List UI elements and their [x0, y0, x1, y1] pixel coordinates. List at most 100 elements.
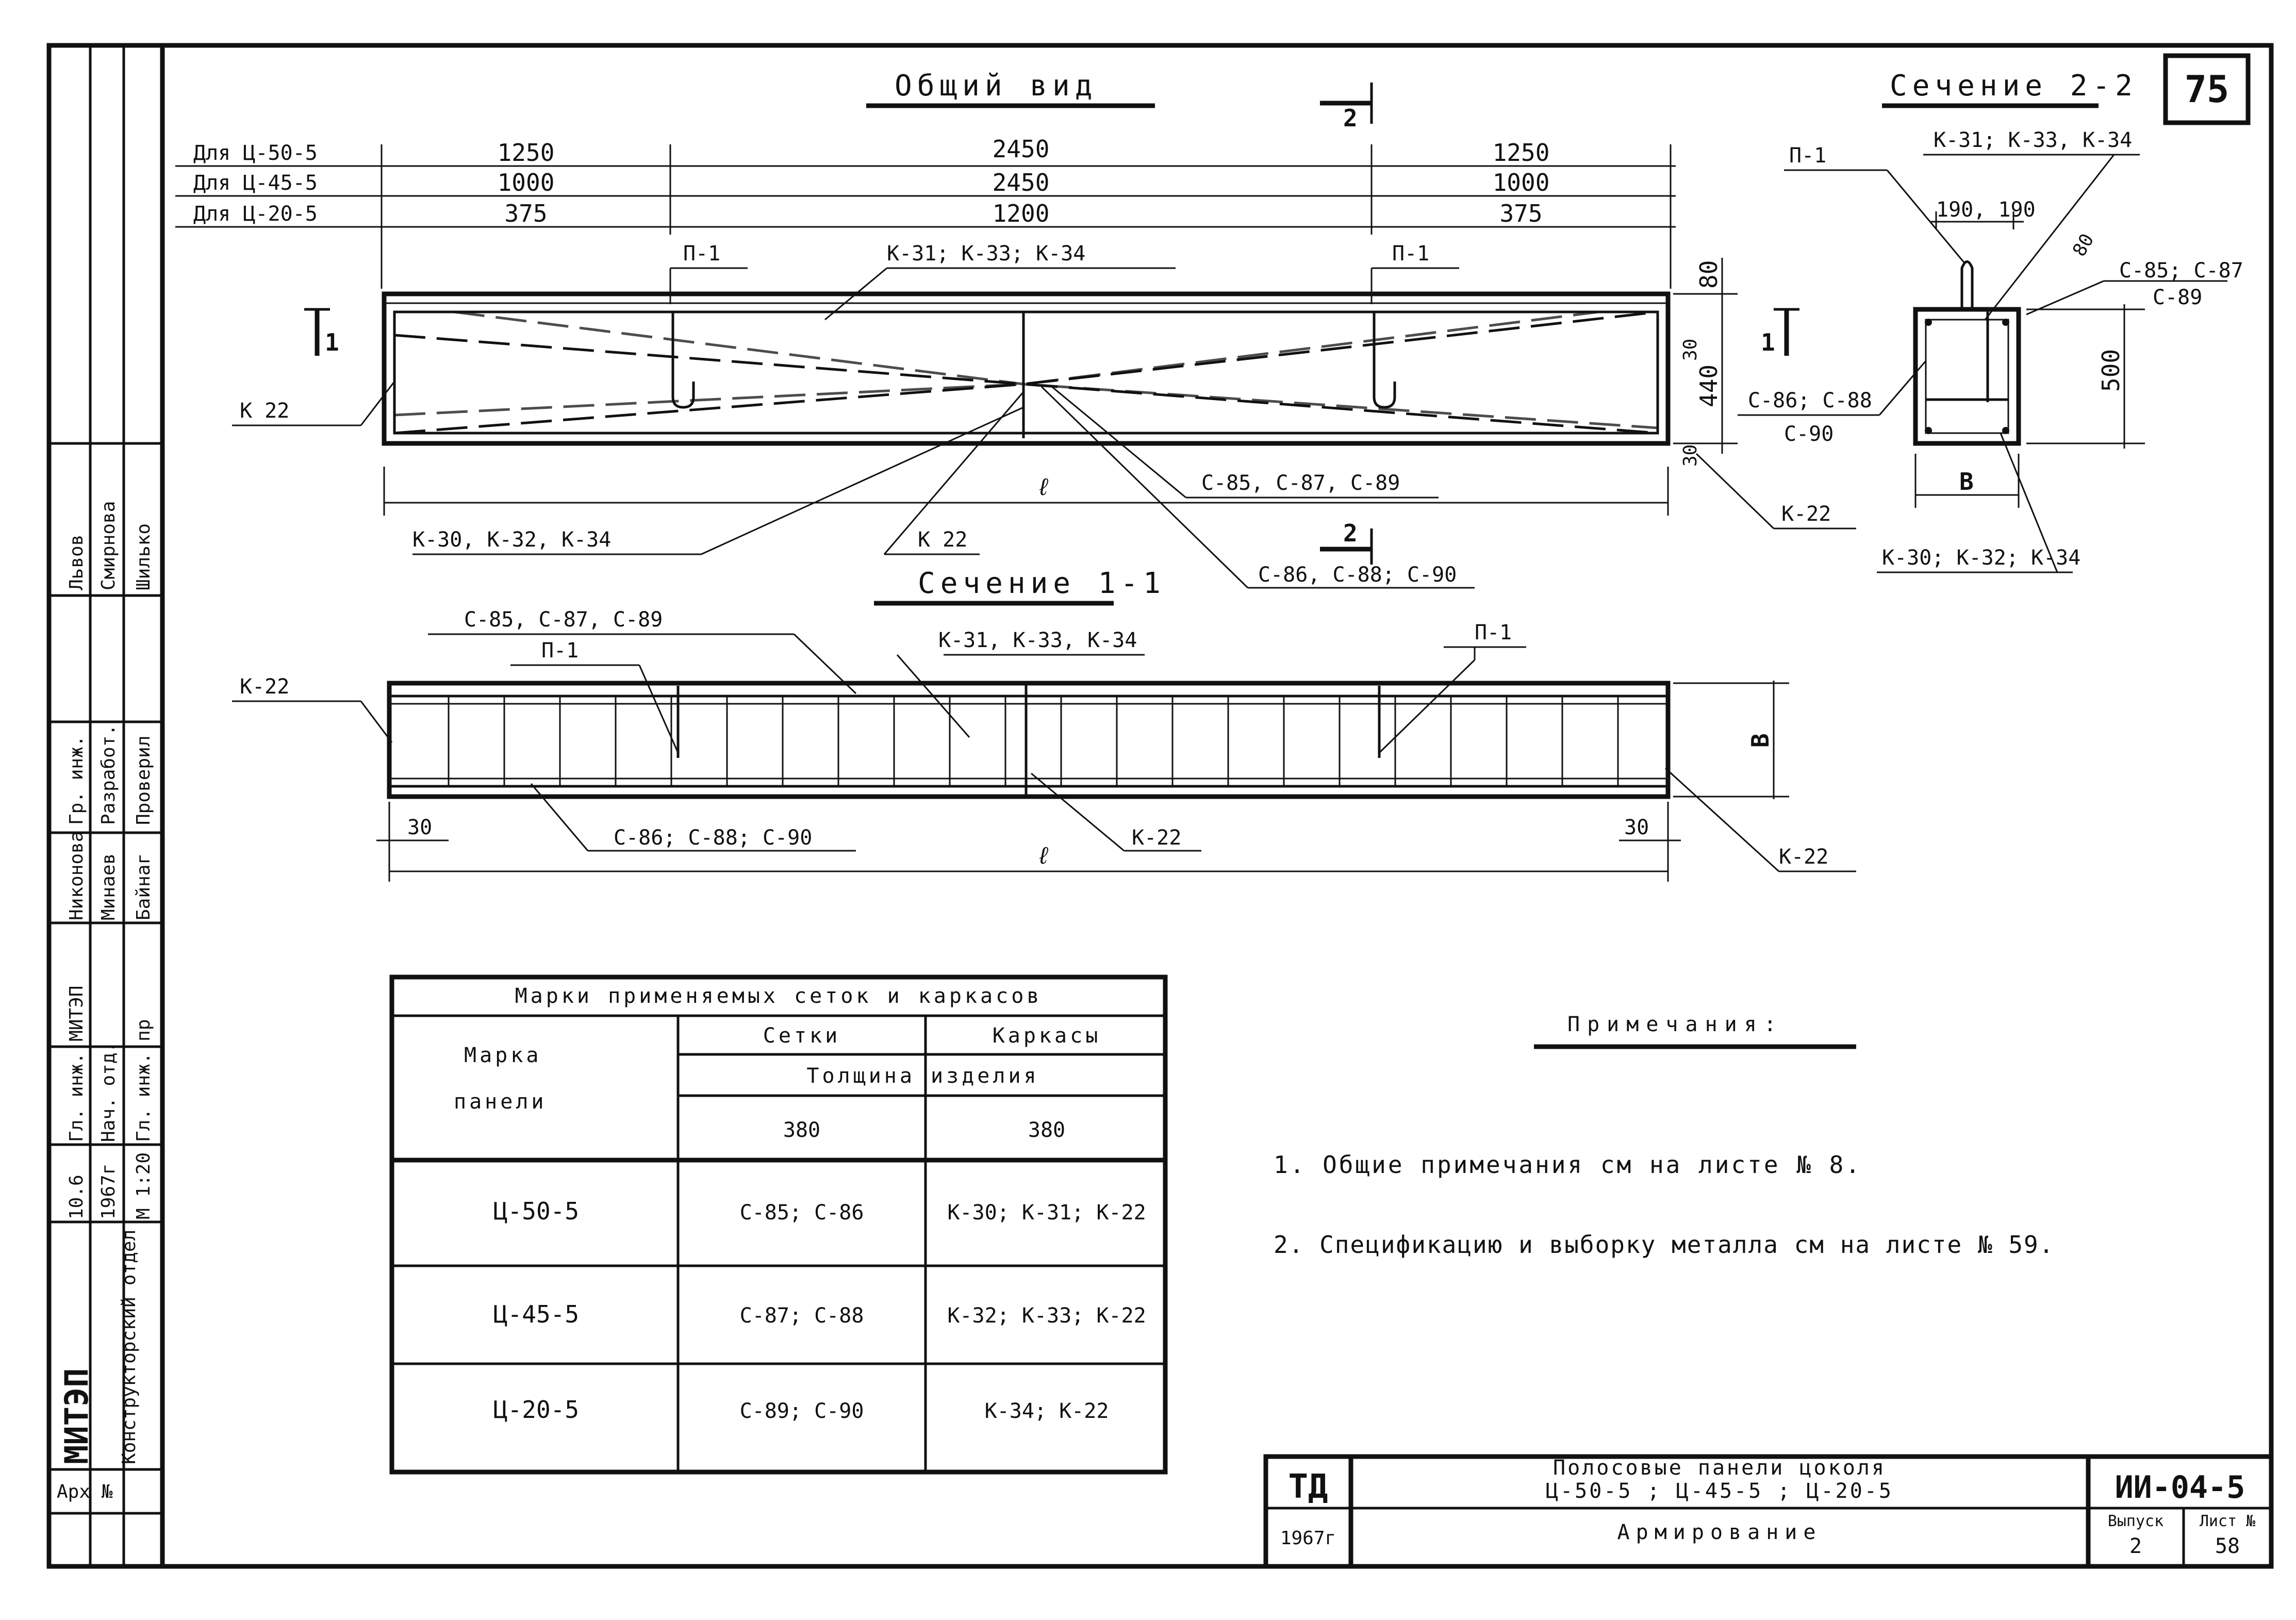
title-block-year: 1967г [1280, 1528, 1336, 1549]
stamp-surname-3: Шилько [133, 523, 154, 590]
title-block-list-value: 58 [2215, 1534, 2240, 1558]
table-row-2-mark: Ц-45-5 [493, 1300, 579, 1328]
dim-right-30-lower: 30 [1680, 339, 1701, 361]
title-block-vypusk-label: Выпуск [2108, 1512, 2163, 1530]
dim-c50-middle: 2450 [993, 135, 1050, 163]
title-block-subtitle: Армирование [1617, 1520, 1822, 1544]
dim-row-label-c45: Для Ц-45-5 [193, 171, 318, 195]
dim-length-l-section11: ℓ [1036, 841, 1051, 869]
label-k22-center: К 22 [918, 528, 967, 552]
note-2: 2. Спецификацию и выборку металла см на … [1274, 1231, 2054, 1259]
table-row-3-setki: С-89; С-90 [740, 1399, 864, 1423]
label-c85-center: С-85, С-87, С-89 [1201, 471, 1400, 495]
label-k22-section11-left: К-22 [240, 675, 289, 699]
dim-c20-middle: 1200 [993, 200, 1050, 227]
label-k22-section11-right: К-22 [1779, 845, 1828, 869]
label-k30-section22: К-30; К-32; К-34 [1882, 546, 2080, 570]
table-row-3-karkasy: К-34; К-22 [985, 1399, 1109, 1423]
dim-right-440: 440 [1695, 365, 1723, 407]
label-k22-section22: К-22 [1781, 502, 1831, 526]
label-c89-section22: С-89 [2153, 286, 2202, 309]
notes: Примечания: 1. Общие примечания см на ли… [1274, 1013, 2054, 1259]
label-c86-section22: С-86; С-88 [1748, 389, 1872, 412]
table-header-karkasy: Каркасы [993, 1024, 1101, 1048]
section-1-1-outline [387, 681, 1671, 799]
table-row-1-karkasy: К-30; К-31; К-22 [947, 1201, 1146, 1225]
label-c90-section22: С-90 [1784, 422, 1834, 446]
page-number: 75 [2185, 68, 2229, 111]
title-block-list-label: Лист № [2200, 1512, 2255, 1530]
panel-elevation [382, 291, 1671, 446]
table-header-thickness-karkasy: 380 [1028, 1118, 1065, 1142]
dim-c50-left: 1250 [498, 139, 555, 167]
dim-row-label-c20: Для Ц-20-5 [193, 202, 318, 226]
section-mark-1-left: 1 [325, 328, 339, 356]
stamp-department: Конструкторский отдел [119, 1230, 140, 1464]
section-1-1-title: Сечение 1-1 [918, 567, 1166, 600]
label-c85-section22: С-85; С-87 [2119, 259, 2243, 283]
dim-right-80: 80 [1695, 260, 1723, 289]
section-1-1: Сечение 1-1 С-85, С-87, С-89 К-31, К-33,… [232, 567, 1856, 882]
dim-c45-middle: 2450 [993, 169, 1050, 196]
note-1: 1. Общие примечания см на листе № 8. [1274, 1151, 1862, 1179]
label-p1-section11-right: П-1 [1475, 621, 1512, 644]
dim-length-l-top: ℓ [1036, 473, 1051, 501]
label-k31-top: К-31; К-33; К-34 [887, 242, 1085, 266]
title-block-vypusk-value: 2 [2129, 1534, 2142, 1558]
stamp-role-gl-inzh-pr: Гл. инж. пр [133, 1019, 154, 1142]
table-row-2-setki: С-87; С-88 [740, 1304, 864, 1328]
table-row-2-karkasy: К-32; К-33; К-22 [947, 1304, 1146, 1328]
stamp-role-gr-inzh: Гр. инж. [66, 736, 87, 825]
general-view: Общий вид 2 Для Ц-50-5 1250 2450 1250 Дл… [175, 69, 1799, 589]
dim-c45-right: 1000 [1493, 169, 1550, 196]
section-2-2-outline [1913, 307, 2021, 446]
table-header-thickness: Толщина изделия [806, 1064, 1039, 1088]
stamp-surname-6: Байнаг [133, 853, 154, 920]
dim-c45-left: 1000 [498, 169, 555, 196]
title-block-name-line1: Полосовые панели цоколя [1553, 1456, 1886, 1480]
stamp-surname-2: Смирнова [98, 501, 119, 590]
title-block-series-code: ИИ-04-5 [2115, 1469, 2245, 1506]
sheet-frame [46, 43, 2274, 1569]
label-p1-right: П-1 [1392, 242, 1429, 266]
label-k22-section11-center: К-22 [1132, 826, 1181, 850]
dim-30-left: 30 [407, 816, 432, 839]
stamp-archive-number: Арх № [57, 1481, 113, 1502]
dim-190-190: 190, 190 [1936, 198, 2036, 222]
title-block: ТД 1967г Полосовые панели цоколя Ц-50-5 … [1263, 1454, 2274, 1569]
stamp-scale: М 1:20 [133, 1152, 154, 1219]
stamp-year: 1967г [98, 1164, 119, 1219]
stamp-date: 10.6 [66, 1175, 87, 1219]
dim-c50-right: 1250 [1493, 139, 1550, 167]
label-k31-section11: К-31, К-33, К-34 [938, 629, 1137, 652]
section-mark-2-top: 2 [1343, 104, 1358, 132]
notes-title: Примечания: [1567, 1013, 1783, 1036]
dim-row-label-c50: Для Ц-50-5 [193, 141, 318, 165]
dim-b-section22: В [1959, 468, 1974, 495]
table-header-mark-line1: Марка [464, 1044, 541, 1067]
table-header-thickness-setki: 380 [783, 1118, 820, 1142]
stamp-surname-5: Минаев [98, 853, 119, 920]
section-1-1-rebars [448, 696, 1619, 786]
table-row-1-mark: Ц-50-5 [493, 1197, 579, 1225]
dim-80-section22: 80 [2069, 230, 2098, 260]
label-p1-left: П-1 [683, 242, 720, 266]
general-view-title: Общий вид [895, 69, 1097, 103]
page-number-box: 75 [2163, 53, 2251, 125]
section-2-2-title: Сечение 2-2 [1890, 69, 2138, 103]
stamp-surname-1: Львов [66, 535, 87, 590]
dim-500-section22: 500 [2097, 349, 2125, 392]
section-mark-1-right: 1 [1761, 328, 1775, 356]
stamp-organization: МИТЭП [58, 1368, 95, 1464]
label-c85-section11: С-85, С-87, С-89 [464, 608, 663, 632]
dim-c20-right: 375 [1499, 200, 1542, 227]
label-p1-section22: П-1 [1789, 144, 1826, 168]
label-c86-center: С-86, С-88; С-90 [1258, 563, 1457, 587]
stamp-role-proveril: Проверил [133, 736, 154, 825]
stamp-surname-4: Никонова [66, 831, 87, 920]
section-mark-2-bottom: 2 [1343, 519, 1358, 547]
title-block-name-line2: Ц-50-5 ; Ц-45-5 ; Ц-20-5 [1546, 1479, 1893, 1503]
label-k22-left: К 22 [240, 399, 289, 423]
dim-30-right: 30 [1624, 816, 1649, 839]
